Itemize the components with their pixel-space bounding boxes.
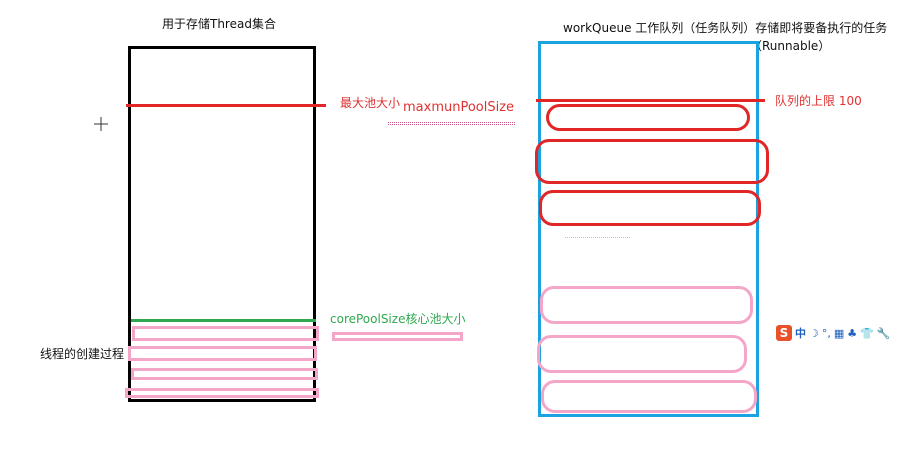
work-queue-title: workQueue 工作队列（任务队列）存储即将要备执行的任务 [563, 21, 888, 35]
thread-pool-title: 用于存储Thread集合 [162, 17, 276, 31]
thread-slot [125, 388, 319, 398]
max-pool-size-param: maxmunPoolSize [403, 100, 515, 115]
queued-task [546, 104, 750, 131]
crosshair-cursor-icon [94, 117, 108, 131]
user-icon[interactable]: ♣ [847, 326, 858, 340]
core-pool-size-box [332, 332, 463, 341]
keyboard-icon[interactable]: ▦ [833, 326, 845, 340]
skin-icon[interactable]: 👕 [860, 326, 874, 340]
core-pool-size-label: corePoolSize核心池大小 [330, 312, 466, 326]
queued-task [535, 139, 769, 184]
work-queue-subtitle: （Runnable） [750, 39, 831, 53]
thread-pool-box [128, 46, 316, 402]
max-pool-size-underline [388, 122, 515, 125]
thread-slot [128, 346, 317, 361]
sogou-logo-icon[interactable]: S [776, 325, 792, 341]
queue-limit-label: 队列的上限 100 [775, 94, 862, 108]
settings-wrench-icon[interactable]: 🔧 [876, 326, 891, 340]
chinese-mode-toggle[interactable]: 中 [795, 327, 806, 340]
moon-icon[interactable]: ☽ [809, 326, 819, 340]
thread-slot [132, 326, 319, 341]
core-pool-size-line [131, 319, 316, 322]
thread-slot [131, 368, 318, 380]
empty-queue-slot [541, 380, 757, 413]
max-pool-size-line [126, 104, 326, 107]
empty-queue-slot [540, 286, 753, 324]
max-pool-size-label: 最大池大小 [340, 96, 401, 110]
ime-toolbar[interactable]: S 中 ☽ °, ▦ ♣ 👕 🔧 [776, 325, 891, 341]
queue-dotted-mark [565, 237, 630, 238]
punctuation-icon[interactable]: °, [821, 326, 831, 340]
thread-creation-label: 线程的创建过程 [40, 347, 125, 361]
queued-task [539, 190, 761, 226]
queue-limit-line [536, 99, 765, 102]
work-queue-box [538, 41, 759, 417]
empty-queue-slot [537, 335, 747, 373]
